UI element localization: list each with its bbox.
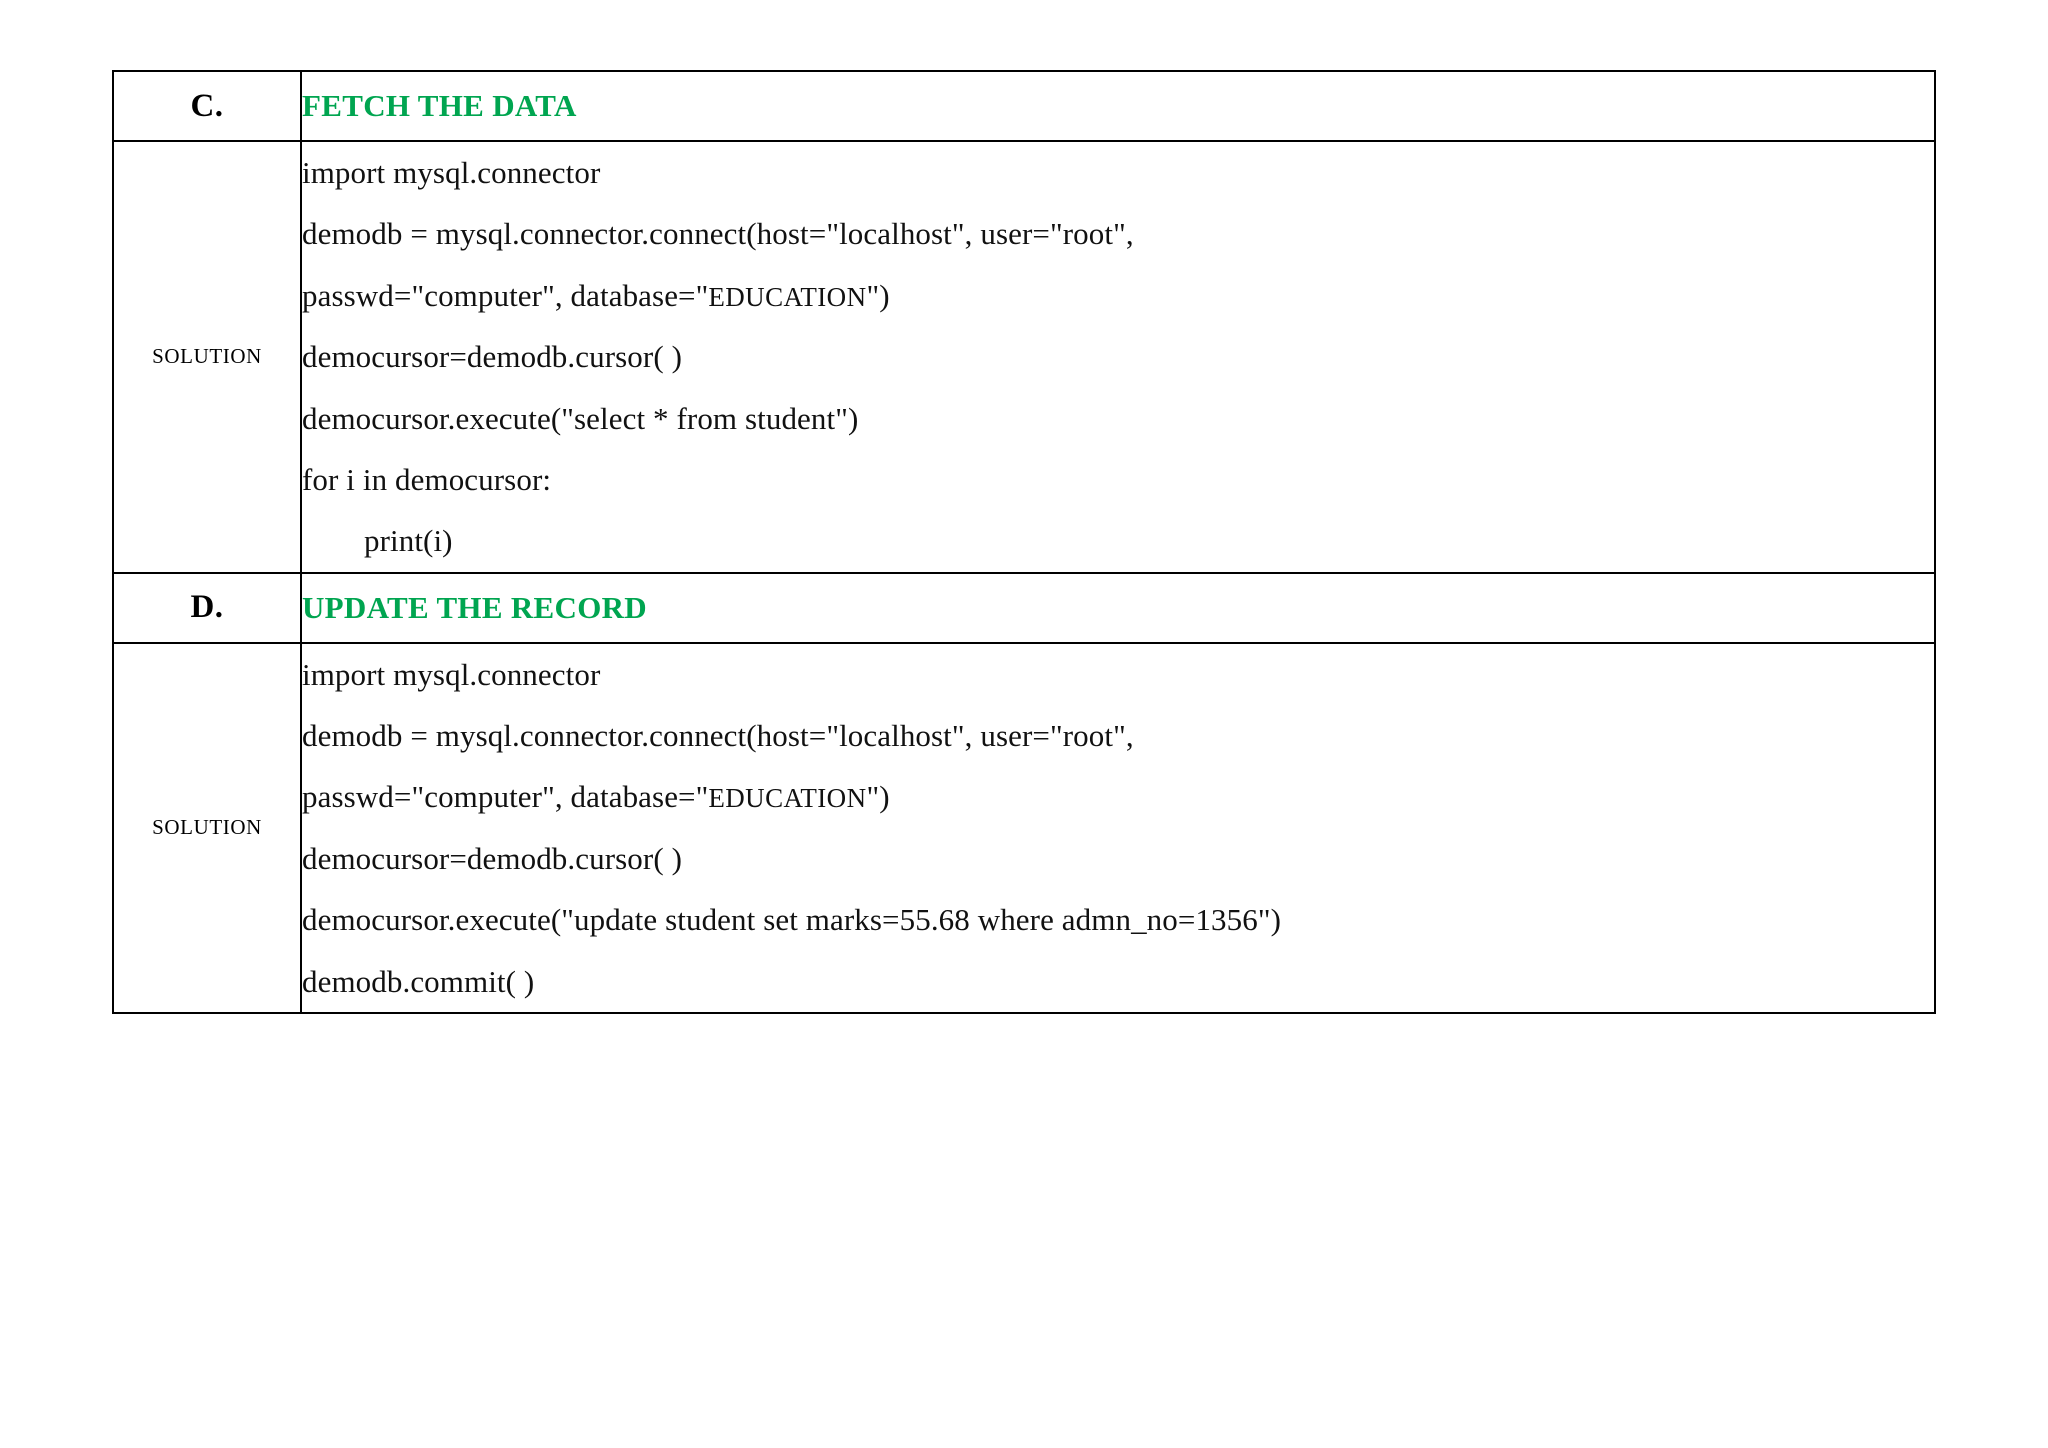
table-row: D. UPDATE THE RECORD — [112, 571, 1936, 644]
code-text: democursor=demodb.cursor( ) — [302, 840, 683, 876]
code-line: democursor.execute("update student set m… — [302, 889, 1934, 950]
code-text: demodb = mysql.connector.connect(host="l… — [302, 216, 1134, 252]
section-heading-d: UPDATE THE RECORD — [302, 590, 647, 626]
code-line: for i in democursor: — [302, 449, 1934, 510]
code-text: passwd="computer", database=" — [302, 779, 709, 815]
code-line: passwd="computer", database="EDUCATION") — [302, 265, 1934, 326]
code-text: import mysql.connector — [302, 656, 601, 692]
code-text: demodb.commit( ) — [302, 963, 535, 999]
code-text-tail: ") — [866, 277, 890, 313]
section-heading-c: FETCH THE DATA — [302, 88, 577, 124]
code-line: demodb = mysql.connector.connect(host="l… — [302, 203, 1934, 264]
table-body: C. FETCH THE DATA SOLUTION import mysql.… — [112, 70, 1936, 1014]
table-row: SOLUTION import mysql.connector demodb = … — [112, 140, 1936, 574]
table-row: C. FETCH THE DATA — [112, 70, 1936, 142]
code-line: import mysql.connector — [302, 142, 1934, 203]
code-block-c: import mysql.connector demodb = mysql.con… — [302, 142, 1934, 572]
code-text: demodb = mysql.connector.connect(host="l… — [302, 718, 1134, 753]
solutions-table: C. FETCH THE DATA SOLUTION import mysql.… — [112, 70, 1936, 1014]
section-letter-cell-c: C. — [112, 70, 302, 142]
code-line: import mysql.connector — [302, 644, 1934, 705]
code-text: for i in democursor: — [302, 461, 552, 497]
code-line: demodb.commit( ) — [302, 951, 1934, 1012]
code-line: democursor=demodb.cursor( ) — [302, 326, 1934, 387]
code-line: passwd="computer", database="EDUCATION") — [302, 766, 1934, 827]
section-letter-cell-d: D. — [112, 571, 302, 644]
table-row: SOLUTION import mysql.connector demodb = … — [112, 641, 1936, 1014]
code-text: passwd="computer", database=" — [302, 277, 709, 313]
code-text: democursor=demodb.cursor( ) — [302, 339, 683, 375]
code-line: print(i) — [302, 510, 1934, 571]
solution-label-c: SOLUTION — [152, 344, 262, 369]
code-block-cell-c: import mysql.connector demodb = mysql.con… — [300, 140, 1936, 574]
solution-label-cell-c: SOLUTION — [112, 140, 302, 574]
code-text-tail: ") — [866, 779, 890, 815]
section-heading-cell-d: UPDATE THE RECORD — [300, 571, 1936, 644]
solution-label-d: SOLUTION — [152, 815, 262, 840]
section-heading-cell-c: FETCH THE DATA — [300, 70, 1936, 142]
section-letter-c: C. — [190, 87, 224, 124]
code-block-d: import mysql.connector demodb = mysql.con… — [302, 644, 1934, 1012]
code-text: import mysql.connector — [302, 155, 601, 190]
code-text-caps: EDUCATION — [708, 281, 867, 312]
code-text: democursor.execute("update student set m… — [302, 902, 1282, 938]
code-line: demodb = mysql.connector.connect(host="l… — [302, 705, 1934, 766]
code-line: democursor=demodb.cursor( ) — [302, 828, 1934, 889]
code-line: democursor.execute("select * from studen… — [302, 388, 1934, 449]
code-text: print(i) — [364, 523, 453, 559]
code-text-caps: EDUCATION — [708, 783, 867, 814]
table-container: C. FETCH THE DATA SOLUTION import mysql.… — [112, 70, 1936, 1014]
section-letter-d: D. — [190, 589, 224, 626]
solution-label-cell-d: SOLUTION — [112, 641, 302, 1014]
code-block-cell-d: import mysql.connector demodb = mysql.con… — [300, 641, 1936, 1014]
code-text: democursor.execute("select * from studen… — [302, 400, 859, 436]
